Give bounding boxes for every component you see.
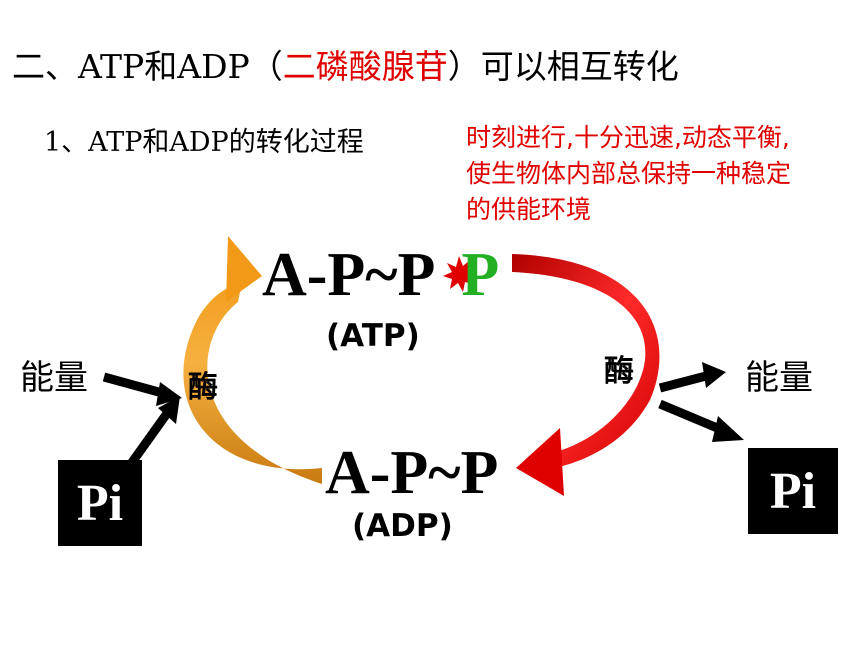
atp-terminal-phosphate: P [461,241,500,309]
atp-formula-main: A-P~P [262,241,436,309]
hydrolysis-arrow-head [516,428,564,496]
energy-output-label: 能量 [745,358,813,398]
bond-break-burst [443,256,477,292]
atp-label: (ATP) [326,318,420,354]
energy-input-label: 能量 [20,358,88,398]
pi-input-box: Pi [58,460,142,546]
section-subtitle: 1、ATP和ADP的转化过程 [44,127,364,158]
hydrolysis-arrow [512,254,660,468]
synthesis-arrow [183,264,322,484]
red-note: 时刻进行,十分迅速,动态平衡,使生物体内部总保持一种稳定的供能环境 [466,123,792,224]
enzyme-hydrolysis-label: 酶 [604,354,634,389]
pi-output-label: Pi [769,462,817,520]
energy-output-arrow [658,371,708,393]
pi-input-arrow [124,409,172,471]
energy-output-arrow-head [702,362,726,388]
pi-output-box: Pi [748,448,838,534]
pi-input-arrow-head [158,396,180,424]
pi-input-label: Pi [76,474,124,532]
title-after: ）可以相互转化 [447,47,679,86]
page-title: 二、ATP和ADP（二磷酸腺苷）可以相互转化 [12,40,679,88]
title-highlight: 二磷酸腺苷 [282,47,448,86]
enzyme-synthesis-label: 酶 [188,370,218,405]
energy-input-arrow [102,372,168,399]
adp-label: (ADP) [352,508,453,544]
synthesis-arrow-head [226,236,262,302]
title-before: 二、ATP和ADP（ [12,47,283,86]
pi-output-arrow [658,399,724,435]
atp-formula: A-P~P P [262,240,499,310]
pi-output-arrow-head [712,416,744,442]
adp-formula: A-P~P [325,439,499,507]
